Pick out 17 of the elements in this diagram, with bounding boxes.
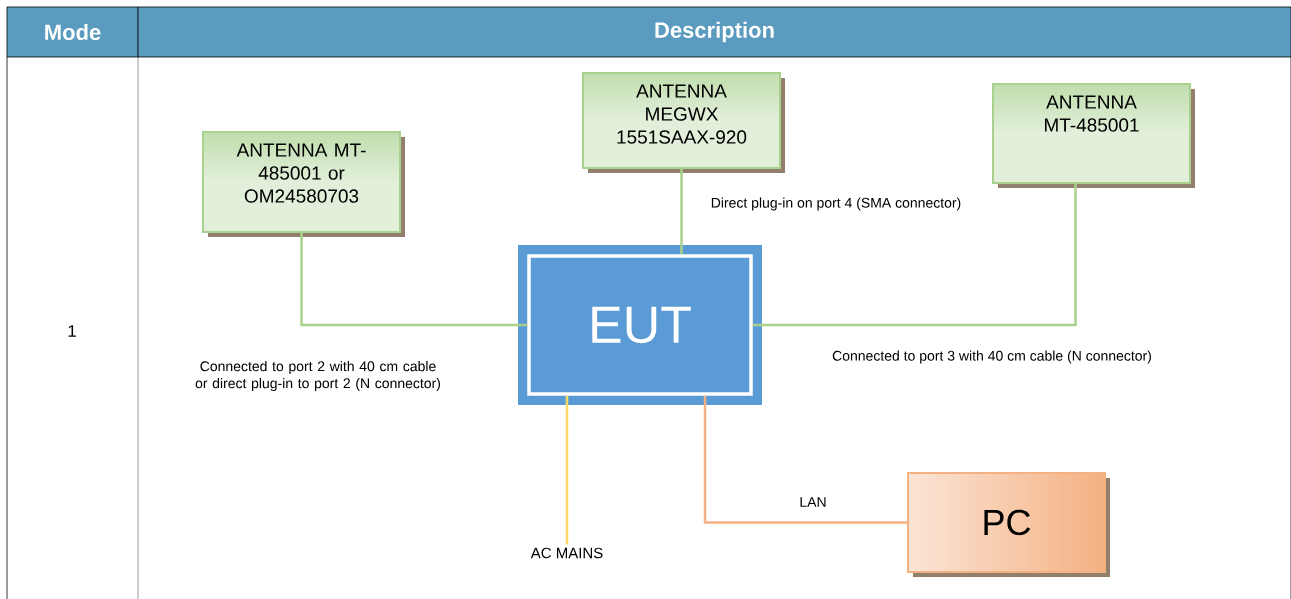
connector-line [565, 395, 569, 545]
edge-label: LAN [798, 496, 828, 508]
antenna-box: ANTENNA MEGWX 1551SAAX-920 [582, 72, 785, 173]
antenna-box: ANTENNA MT-485001 [992, 83, 1195, 188]
antenna-box: ANTENNA MT-485001 or OM24580703 [202, 131, 405, 237]
power-label: AC MAINS [530, 547, 603, 559]
connector-line [752, 184, 1077, 327]
computer-box: PC [907, 472, 1110, 577]
device-box: EUT [518, 245, 762, 405]
edge-label: Connected to port 2 with 40 cm cable or direct plug-in to port 2 (N connector) [189, 359, 447, 392]
connector-line [703, 395, 907, 524]
edge-label: Direct plug-in on port 4 (SMA connector) [709, 196, 963, 212]
connector-line [680, 169, 683, 255]
edge-label: Connected to port 3 with 40 cm cable (N connector) [831, 349, 1153, 365]
connector-line [300, 233, 528, 327]
table-cell: 1 [68, 325, 76, 337]
header-cell: Mode [6, 6, 139, 58]
